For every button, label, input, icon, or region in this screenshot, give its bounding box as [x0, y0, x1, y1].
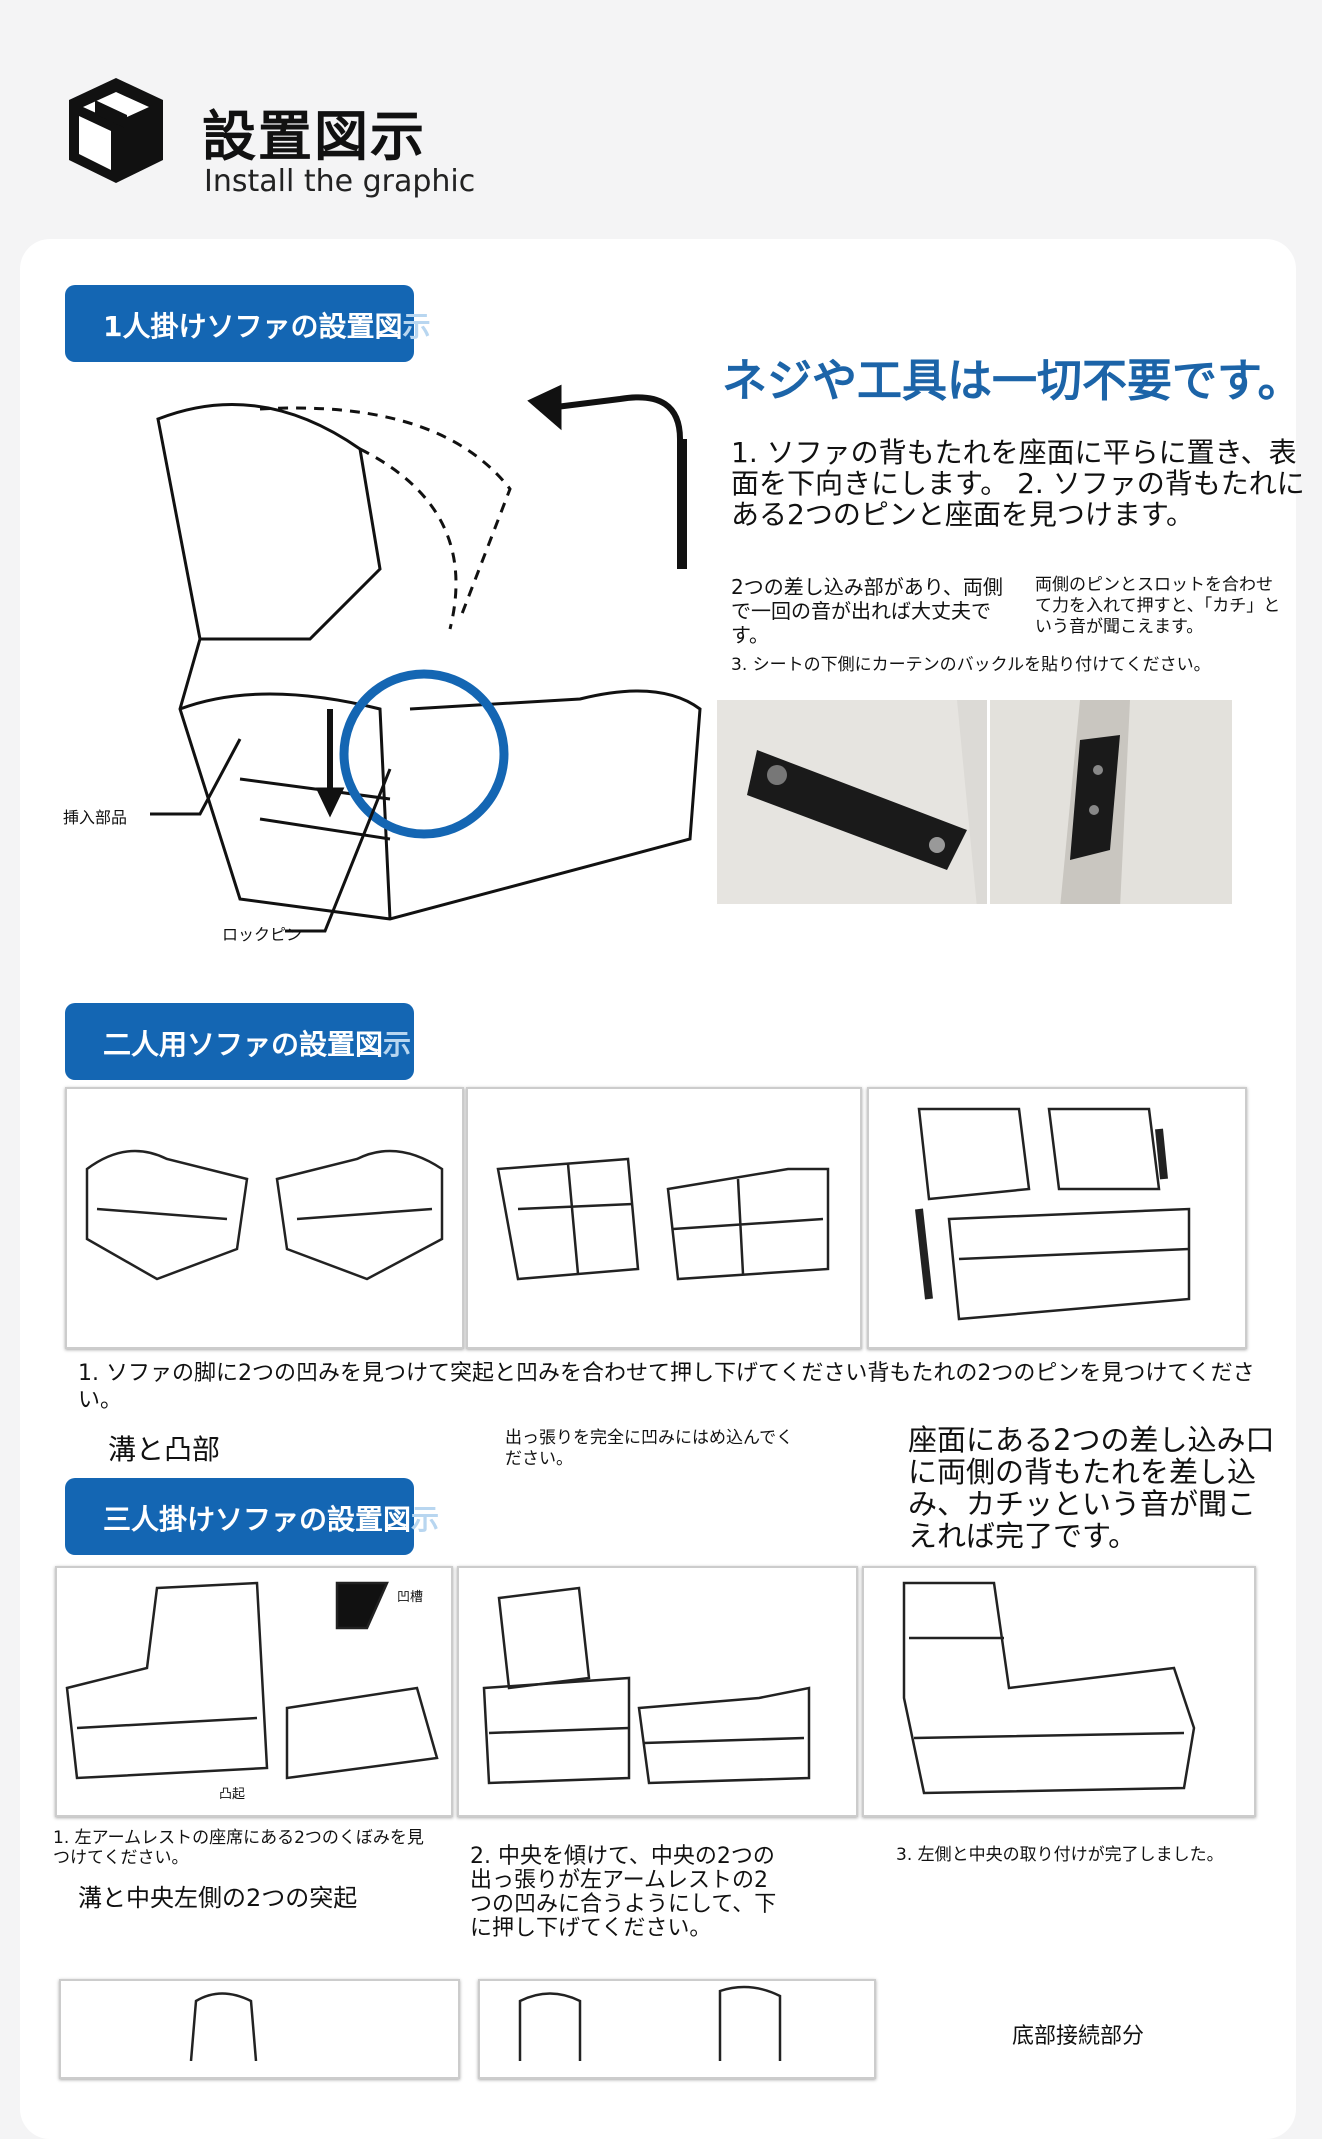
bottom-panel-2: [478, 1979, 876, 2079]
insert-part-label: 挿入部品: [63, 808, 128, 827]
double-sub2: 出っ張りを完全に凹みにはめ込んでください。: [505, 1428, 794, 1469]
box-icon: [65, 74, 167, 187]
photo-back-bracket: [990, 700, 1232, 904]
triple-cap3: 3. 左側と中央の取り付けが完了しました。: [896, 1845, 1224, 1865]
triple-cap1-sub: 溝と中央左側の2つの突起: [78, 1884, 358, 1912]
triple-cap1: 1. 左アームレストの座席にある2つのくぼみを見つけてください。: [53, 1828, 424, 1868]
single-sofa-diagram: [60, 379, 710, 959]
groove-label: 凹槽: [397, 1590, 424, 1605]
double-caption-line: 1. ソファの脚に2つの凹みを見つけて突起と凹みを合わせて押し下げてください背も…: [78, 1361, 1255, 1413]
bottom-connection-label: 底部接続部分: [1012, 2024, 1145, 2049]
bottom-panel-1: [59, 1979, 460, 2079]
step-1-2-text: 1. ソファの背もたれを座面に平らに置き、表面を下向きにします。 2. ソファの…: [731, 436, 1305, 531]
page-title: 設置図示: [202, 105, 426, 168]
no-tools-headline: ネジや工具は一切不要です。: [722, 354, 1303, 407]
double-sub3: 座面にある2つの差し込み口に両側の背もたれを差し込み、カチッという音が聞こえれば…: [908, 1423, 1275, 1553]
double-sub1: 溝と凸部: [108, 1433, 221, 1466]
lock-pin-label: ロックピン: [222, 925, 303, 944]
overlay-text-a: 2つの差し込み部があり、両側で一回の音が出れば大丈夫です。: [731, 575, 1003, 647]
triple-step2-panel: [457, 1566, 858, 1817]
page-subtitle: Install the graphic: [204, 164, 476, 199]
section-badge-single: 1人掛けソファの設置図示: [65, 285, 431, 362]
bump-label: 凸起: [219, 1787, 246, 1802]
triple-cap2: 2. 中央を傾けて、中央の2つの出っ張りが左アームレストの2つの凹みに合うように…: [470, 1844, 777, 1941]
double-step1-panel: [65, 1087, 464, 1349]
photo-seat-bracket: [717, 700, 987, 904]
section-badge-double: 二人用ソファの設置図示: [65, 1003, 414, 1080]
section-badge-triple: 三人掛けソファの設置図示: [65, 1478, 439, 1555]
step-3-text: 3. シートの下側にカーテンのバックルを貼り付けてください。: [731, 655, 1211, 675]
overlay-text-b: 両側のピンとスロットを合わせて力を入れて押すと、「カチ」という音が聞こえます。: [1035, 575, 1281, 637]
double-step2-panel: [466, 1087, 862, 1349]
triple-step3-panel: [862, 1566, 1256, 1817]
triple-step1-panel: 凹槽 凸起: [55, 1566, 453, 1817]
double-step3-panel: [867, 1087, 1247, 1349]
